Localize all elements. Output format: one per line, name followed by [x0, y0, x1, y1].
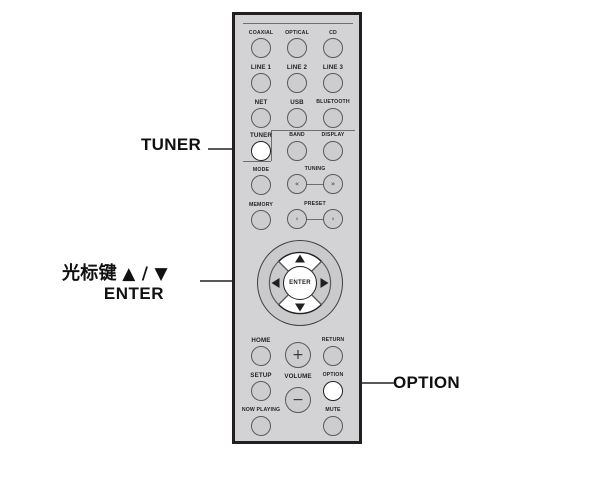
- label-optical: OPTICAL: [285, 30, 309, 36]
- preset-connector-bar: [299, 219, 331, 221]
- chevron-double-left-icon[interactable]: «: [287, 174, 307, 194]
- arrow-up-icon: [295, 254, 305, 263]
- button-net[interactable]: [251, 108, 271, 128]
- button-usb[interactable]: [287, 108, 307, 128]
- button-home[interactable]: [251, 346, 271, 366]
- callout-cursor-enter: ENTER: [103, 283, 165, 303]
- arrow-down-icon: [295, 303, 305, 312]
- label-line-2: LINE 2: [286, 64, 308, 71]
- label-setup: SETUP: [250, 372, 272, 379]
- chevron-right-icon[interactable]: ›: [323, 209, 343, 229]
- arrow-right-icon: [320, 278, 329, 288]
- button-return[interactable]: [323, 346, 343, 366]
- tuning-connector-bar: [299, 184, 331, 186]
- dpad-segments: [268, 251, 332, 315]
- arrow-left-icon: [271, 278, 280, 288]
- label-now-playing: NOW PLAYING: [241, 407, 281, 413]
- minus-icon[interactable]: −: [285, 387, 311, 413]
- leader-line-option: [332, 382, 394, 384]
- plus-icon[interactable]: +: [285, 342, 311, 368]
- callout-label-option: OPTION: [393, 373, 460, 392]
- label-tuning: TUNING: [304, 166, 326, 172]
- button-optical[interactable]: [287, 38, 307, 58]
- button-bluetooth[interactable]: [323, 108, 343, 128]
- tuner-section-underline: [243, 161, 271, 162]
- button-band[interactable]: [287, 141, 307, 161]
- button-mode[interactable]: [251, 175, 271, 195]
- button-now-playing[interactable]: [251, 416, 271, 436]
- callout-label-tuner: TUNER: [141, 135, 202, 154]
- button-option[interactable]: [323, 381, 343, 401]
- remote-control-body: COAXIAL OPTICAL CD LINE 1 LINE 2 LINE 3 …: [232, 12, 362, 444]
- label-net: NET: [254, 99, 268, 106]
- directional-pad[interactable]: ENTER: [257, 240, 343, 326]
- label-mode: MODE: [252, 167, 270, 173]
- label-home: HOME: [251, 337, 271, 344]
- button-line-1[interactable]: [251, 73, 271, 93]
- button-enter[interactable]: ENTER: [283, 266, 317, 300]
- button-setup[interactable]: [251, 381, 271, 401]
- button-line-2[interactable]: [287, 73, 307, 93]
- label-option: OPTION: [322, 372, 344, 378]
- chevron-left-icon[interactable]: ‹: [287, 209, 307, 229]
- chevron-double-right-icon[interactable]: »: [323, 174, 343, 194]
- callout-cursor-chinese: 光标键: [62, 263, 117, 284]
- label-usb: USB: [290, 99, 304, 106]
- button-coaxial[interactable]: [251, 38, 271, 58]
- label-return: RETURN: [321, 337, 345, 343]
- label-band: BAND: [289, 132, 305, 138]
- callout-cursor-arrows: ▲ / ▼: [122, 264, 168, 284]
- top-divider-line: [243, 23, 353, 24]
- remote-top-edge: [235, 12, 359, 15]
- label-mute: MUTE: [325, 407, 341, 413]
- tuner-section-outline: [271, 130, 355, 161]
- label-memory: MEMORY: [248, 202, 274, 208]
- label-coaxial: COAXIAL: [248, 30, 274, 36]
- label-cd: CD: [329, 30, 337, 36]
- remote-bottom-edge: [235, 441, 359, 444]
- callout-label-cursor-keys: 光标键 ▲ / ▼ ENTER: [62, 264, 168, 303]
- label-bluetooth: BLUETOOTH: [316, 99, 350, 105]
- label-line-1: LINE 1: [250, 64, 272, 71]
- button-tuner[interactable]: [251, 141, 271, 161]
- label-tuner: TUNER: [249, 132, 273, 139]
- label-volume: VOLUME: [284, 373, 312, 380]
- button-memory[interactable]: [251, 210, 271, 230]
- button-line-3[interactable]: [323, 73, 343, 93]
- label-line-3: LINE 3: [322, 64, 344, 71]
- label-display: DISPLAY: [321, 132, 345, 138]
- button-cd[interactable]: [323, 38, 343, 58]
- label-preset: PRESET: [304, 201, 326, 207]
- button-mute[interactable]: [323, 416, 343, 436]
- button-display[interactable]: [323, 141, 343, 161]
- leader-line-cursor: [200, 280, 262, 282]
